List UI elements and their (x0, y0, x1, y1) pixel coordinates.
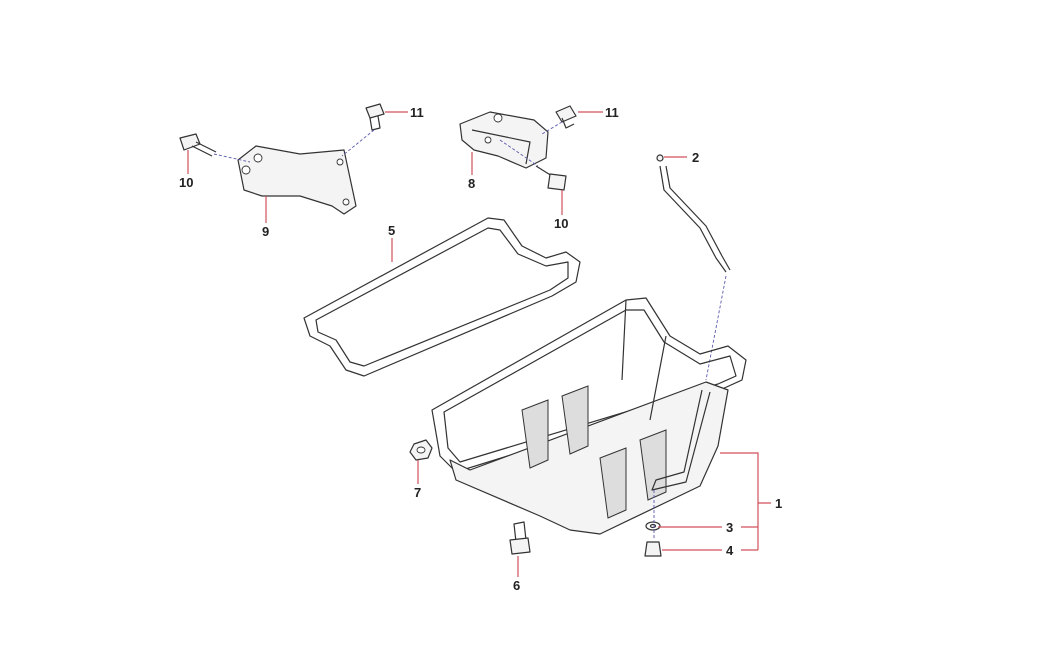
bolt-part-11-right[interactable] (541, 105, 577, 135)
bolt-part-11-left[interactable] (341, 103, 385, 157)
callout-label-5: 5 (388, 223, 395, 238)
callout-label-1: 1 (775, 496, 782, 511)
nut-part-7[interactable] (409, 439, 433, 461)
stud-part-6[interactable] (509, 521, 531, 555)
callout-label-11-right: 11 (605, 105, 619, 120)
leader-lines (187, 111, 771, 577)
oil-pan-part-1[interactable] (431, 297, 747, 535)
gasket-part-5[interactable] (303, 217, 581, 377)
bolt-part-10-right[interactable] (499, 139, 567, 191)
callout-label-11-left: 11 (410, 105, 424, 120)
callout-label-4: 4 (726, 543, 734, 558)
callout-label-8: 8 (468, 176, 475, 191)
bracket-part-9[interactable] (237, 145, 357, 215)
bracket-part-8[interactable] (459, 111, 549, 169)
callout-label-7: 7 (414, 485, 421, 500)
callout-label-3: 3 (726, 520, 733, 535)
callout-label-6: 6 (513, 578, 520, 593)
drain-plug-part-4[interactable] (644, 541, 662, 557)
callout-label-10-right: 10 (554, 216, 568, 231)
callout-label-9: 9 (262, 224, 269, 239)
callout-label-10-left: 10 (179, 175, 193, 190)
washer-part-3[interactable] (645, 490, 661, 540)
bolt-part-10-left[interactable] (179, 133, 251, 163)
callout-label-2: 2 (692, 150, 699, 165)
dipstick-part-2[interactable] (656, 154, 731, 381)
